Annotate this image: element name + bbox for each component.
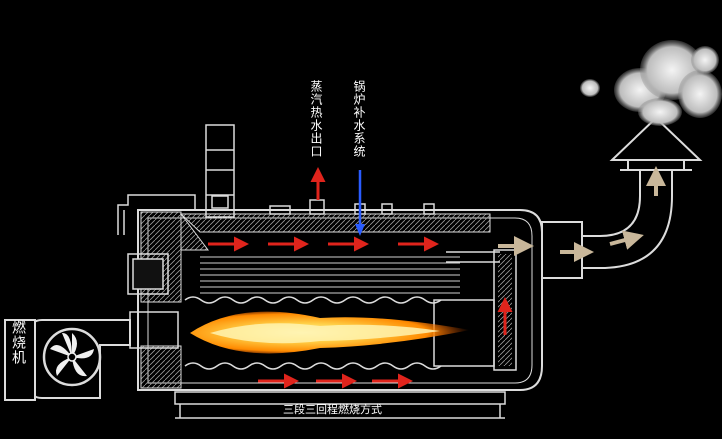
exhaust-duct — [541, 116, 703, 279]
combustion-mode-caption: 三段三回程燃烧方式 — [283, 403, 382, 416]
boiler-shell — [137, 209, 543, 391]
flow-arrow-icon — [208, 167, 513, 389]
boiler-base — [174, 391, 506, 419]
steam-outlet-label: 蒸汽热水出口 — [309, 80, 323, 158]
smoke-icon — [580, 40, 722, 126]
front-insulation-lower — [140, 345, 182, 389]
flame-icon — [190, 311, 470, 354]
fan-icon — [50, 332, 94, 377]
front-door — [127, 253, 179, 349]
feedwater-arrow — [355, 170, 365, 236]
burner-unit — [4, 319, 131, 401]
fire-tubes — [200, 256, 460, 294]
exhaust-flow-arrows — [498, 166, 666, 262]
feedwater-system-label: 锅炉补水系统 — [352, 80, 366, 158]
burner-label: 燃烧机 — [10, 320, 26, 365]
